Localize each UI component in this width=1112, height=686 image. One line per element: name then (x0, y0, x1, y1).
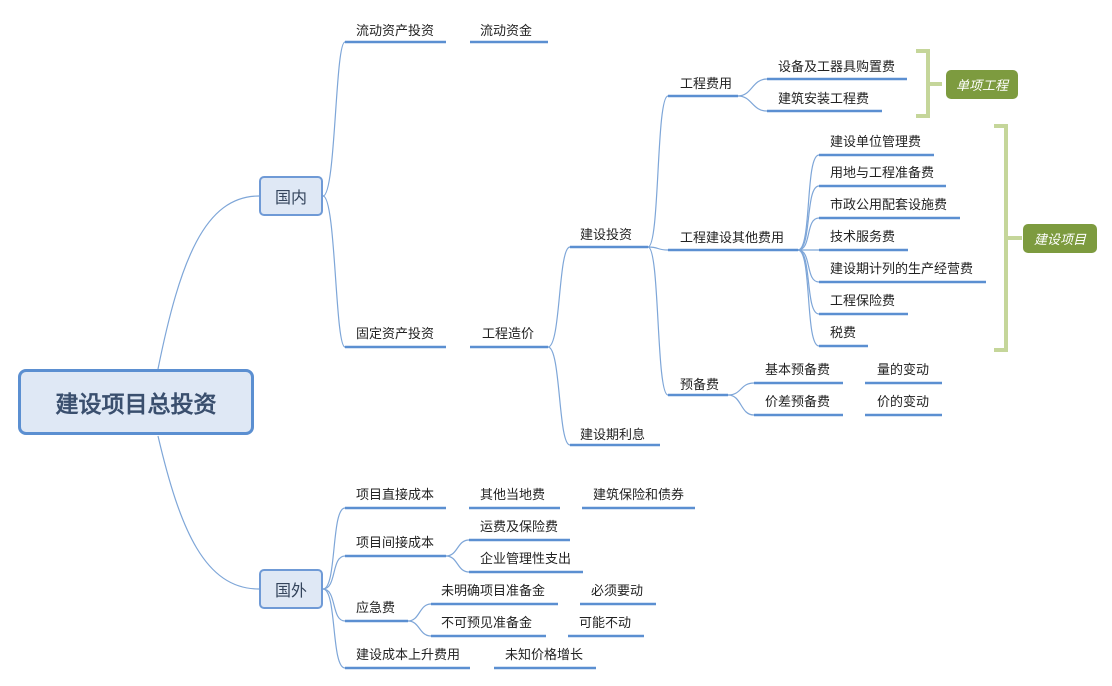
tag-single-project[interactable]: 单项工程 (946, 70, 1018, 99)
node-unspecified-reserve[interactable]: 未明确项目准备金 (441, 584, 546, 599)
node-freight-insurance[interactable]: 运费及保险费 (480, 520, 559, 535)
node-other-fee-item[interactable]: 用地与工程准备费 (830, 166, 935, 181)
node-indirect-cost[interactable]: 项目间接成本 (356, 536, 435, 551)
node-working-capital-investment[interactable]: 流动资产投资 (356, 24, 435, 39)
node-contingency[interactable]: 应急费 (356, 601, 396, 616)
node-fixed-asset-investment[interactable]: 固定资产投资 (356, 327, 435, 342)
node-unforeseen-reserve[interactable]: 不可预见准备金 (441, 616, 533, 631)
node-working-capital[interactable]: 流动资金 (480, 24, 533, 39)
node-unknown-price-growth[interactable]: 未知价格增长 (505, 648, 584, 663)
bracket-construction-project (994, 124, 1022, 352)
node-engineering-cost[interactable]: 工程造价 (482, 327, 535, 342)
node-other-local-fee[interactable]: 其他当地费 (480, 488, 546, 503)
node-basic-reserve[interactable]: 基本预备费 (765, 363, 831, 378)
node-other-fee-item[interactable]: 建设期计列的生产经营费 (830, 262, 974, 277)
tag-construction-project[interactable]: 建设项目 (1023, 224, 1097, 253)
node-engineering-fee[interactable]: 工程费用 (680, 77, 733, 92)
node-installation-fee[interactable]: 建筑安装工程费 (778, 92, 870, 107)
node-price-reserve[interactable]: 价差预备费 (765, 395, 831, 410)
node-management-expense[interactable]: 企业管理性支出 (480, 552, 572, 567)
node-quantity-change[interactable]: 量的变动 (877, 363, 930, 378)
node-equipment-purchase-fee[interactable]: 设备及工器具购置费 (778, 60, 896, 75)
node-other-fee-item[interactable]: 建设单位管理费 (830, 135, 922, 150)
node-foreign[interactable]: 国外 (259, 569, 323, 609)
node-construction-interest[interactable]: 建设期利息 (580, 428, 646, 443)
node-cost-increase[interactable]: 建设成本上升费用 (356, 648, 461, 663)
node-other-fee-item[interactable]: 工程保险费 (830, 294, 896, 309)
node-price-change[interactable]: 价的变动 (877, 395, 930, 410)
node-reserve-fee[interactable]: 预备费 (680, 378, 720, 393)
node-other-fee[interactable]: 工程建设其他费用 (680, 231, 785, 246)
node-may-not-change[interactable]: 可能不动 (579, 616, 632, 631)
node-other-fee-item[interactable]: 税费 (830, 326, 857, 341)
node-direct-cost[interactable]: 项目直接成本 (356, 488, 435, 503)
bracket-single-project (916, 49, 942, 118)
node-other-fee-item[interactable]: 市政公用配套设施费 (830, 198, 948, 213)
node-insurance-bonds[interactable]: 建筑保险和债券 (593, 488, 685, 503)
node-other-fee-item[interactable]: 技术服务费 (830, 230, 896, 245)
node-construction-investment[interactable]: 建设投资 (580, 228, 633, 243)
root-node[interactable]: 建设项目总投资 (18, 369, 254, 435)
node-domestic[interactable]: 国内 (259, 176, 323, 216)
node-must-change[interactable]: 必须要动 (591, 584, 644, 599)
